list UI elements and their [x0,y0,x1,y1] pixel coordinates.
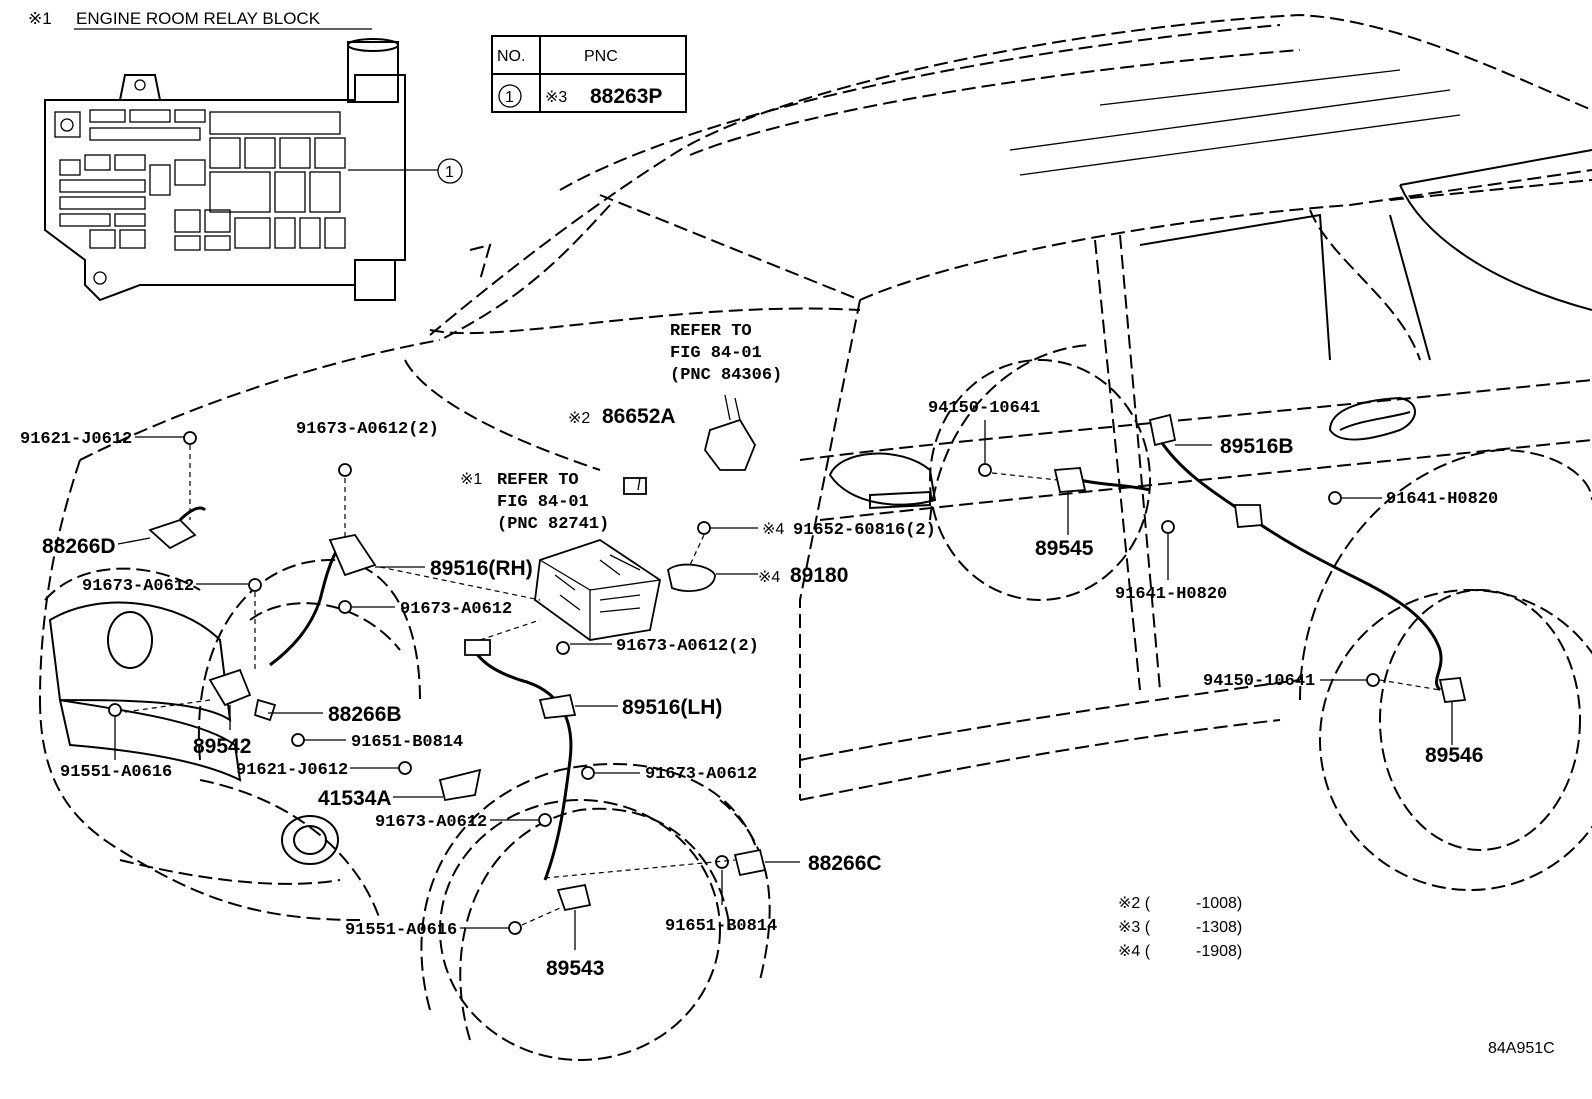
label-91641-h0820-a: 91641-H0820 [1386,490,1498,509]
label-89180: 89180 [790,564,848,587]
label-91551-a0616-a: 91551-A0616 [60,763,172,782]
label-86652a: 86652A [602,405,676,428]
vehicle-outline [39,13,1592,1061]
label-94150-10641-a: 94150-10641 [928,399,1040,418]
label-91651-b0814-a: 91651-B0814 [351,733,463,752]
refer-notes: REFER TO FIG 84-01 (PNC 84306) ※1 REFER … [460,322,782,534]
label-88266b: 88266B [328,703,402,726]
label-91673-a0612-2-mid: 91673-A0612(2) [616,637,759,656]
relay-block-inset: ※1 ENGINE ROOM RELAY BLOCK [28,9,463,302]
leader-lines [114,420,1453,950]
pnc-table-row-mark: ※3 [545,89,567,106]
label-91641-h0820-b: 91641-H0820 [1115,585,1227,604]
label-91673-a0612-2-top: 91673-A0612(2) [296,420,439,439]
label-91652-60816-2: 91652-60816(2) [793,521,936,540]
relay-block-title: ENGINE ROOM RELAY BLOCK [76,9,321,28]
label-89546: 89546 [1425,744,1483,767]
label-41534a: 41534A [318,787,392,810]
label-89543: 89543 [546,957,604,980]
relay-callout-number: 1 [445,164,454,181]
applicability-notes: ※2 ( -1008) ※3 ( -1308) ※4 ( -1908) [1118,895,1242,960]
label-91673-a0612-front: 91673-A0612 [645,765,757,784]
refer-82741-line2: FIG 84-01 [497,493,589,512]
refer-84306-line2: FIG 84-01 [670,344,762,363]
label-89542: 89542 [193,735,251,758]
note-3-value: -1908) [1196,943,1242,960]
label-88266c: 88266C [808,852,882,875]
note-2-value: -1308) [1196,919,1242,936]
label-94150-10641-b: 94150-10641 [1203,672,1315,691]
pnc-table-row-no: 1 [505,89,514,106]
refer-82741-mark: ※1 [460,471,482,488]
label-91621-j0612-b: 91621-J0612 [236,761,348,780]
refer-82741-line1: REFER TO [497,471,579,490]
label-91651-b0814-b: 91651-B0814 [665,917,777,936]
label-91673-a0612-left: 91673-A0612 [82,577,194,596]
label-91673-a0612-mid: 91673-A0612 [400,600,512,619]
components [148,394,1467,912]
refer-84306-line1: REFER TO [670,322,752,341]
label-89180-mark: ※4 [758,569,780,586]
refer-84306-line3: (PNC 84306) [670,366,782,385]
label-89516-lh: 89516(LH) [622,696,722,719]
fasteners [108,431,1380,935]
pnc-table-row-pnc: 88263P [590,85,662,108]
diagram-code: 84A951C [1488,1040,1555,1057]
label-88266d: 88266D [42,535,116,558]
pnc-table-col-no: NO. [497,48,525,65]
label-91551-a0616-b: 91551-A0616 [345,921,457,940]
relay-block-mark: ※1 [28,9,52,28]
part-labels: 91621-J0612 91673-A0612(2) 88266D 91673-… [20,399,1498,980]
note-1-value: -1008) [1196,895,1242,912]
note-2-mark: ※3 ( [1118,919,1151,936]
label-91652-mark: ※4 [762,521,784,538]
refer-82741-line3: (PNC 82741) [497,515,609,534]
label-89545: 89545 [1035,537,1094,560]
note-3-mark: ※4 ( [1118,943,1151,960]
label-86652a-mark: ※2 [568,410,590,427]
label-89516-rh: 89516(RH) [430,557,533,580]
note-1-mark: ※2 ( [1118,895,1151,912]
label-91621-j0612-a: 91621-J0612 [20,430,132,449]
label-89516b: 89516B [1220,435,1294,458]
pnc-table: NO. PNC 1 ※3 88263P [491,35,687,113]
pnc-table-col-pnc: PNC [584,48,618,65]
label-91673-a0612-low: 91673-A0612 [375,813,487,832]
